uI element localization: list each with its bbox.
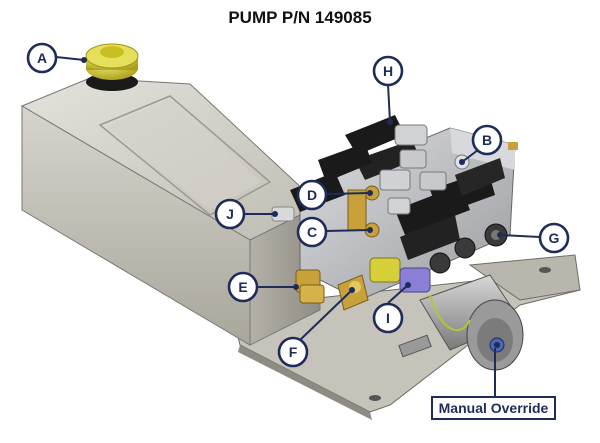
callout-c: C [296, 216, 328, 248]
solenoid-valves [290, 115, 505, 260]
callout-i-label: I [386, 310, 390, 326]
callout-j-label: J [226, 206, 234, 222]
target-dot-c [367, 227, 373, 233]
reservoir-tank [20, 77, 321, 346]
callout-i: I [372, 302, 404, 334]
target-dot-d [367, 190, 373, 196]
callout-a: A [26, 42, 58, 74]
target-dot-f [349, 287, 355, 293]
callout-d: D [296, 179, 328, 211]
callout-d-label: D [307, 187, 317, 203]
callout-c-label: C [307, 224, 317, 240]
callout-j: J [214, 198, 246, 230]
callout-g-label: G [549, 230, 560, 246]
target-dot-j [272, 211, 278, 217]
target-dot-b [459, 159, 465, 165]
leader-line-b [461, 149, 479, 163]
callout-e-label: E [238, 279, 247, 295]
fill-cap [85, 43, 139, 91]
diagram-title: PUMP P/N 149085 [228, 8, 372, 27]
leader-line-h [387, 83, 391, 123]
callout-f: F [277, 336, 309, 368]
target-dot-h [387, 119, 393, 125]
leader-line-d [325, 192, 371, 195]
manual-override-label: Manual Override [431, 396, 556, 420]
leader-lines [55, 56, 541, 396]
leader-line-c [325, 229, 371, 232]
target-dot-g [497, 232, 503, 238]
target-dot-manual-override [494, 342, 500, 348]
target-dot-i [405, 282, 411, 288]
leader-line-i [387, 284, 409, 304]
callout-h: H [372, 55, 404, 87]
coil-nuts [429, 223, 508, 274]
motor [398, 274, 524, 371]
leader-line-g [499, 234, 541, 238]
callout-b-label: B [482, 132, 492, 148]
leader-line-a [55, 56, 85, 61]
callout-e: E [227, 271, 259, 303]
callout-a-label: A [37, 50, 47, 66]
target-dot-a [81, 57, 87, 63]
callout-b: B [471, 124, 503, 156]
callout-f-label: F [289, 344, 298, 360]
leader-line-f [299, 289, 353, 341]
target-dot-e [293, 284, 299, 290]
callout-g: G [538, 222, 570, 254]
callout-h-label: H [383, 63, 393, 79]
